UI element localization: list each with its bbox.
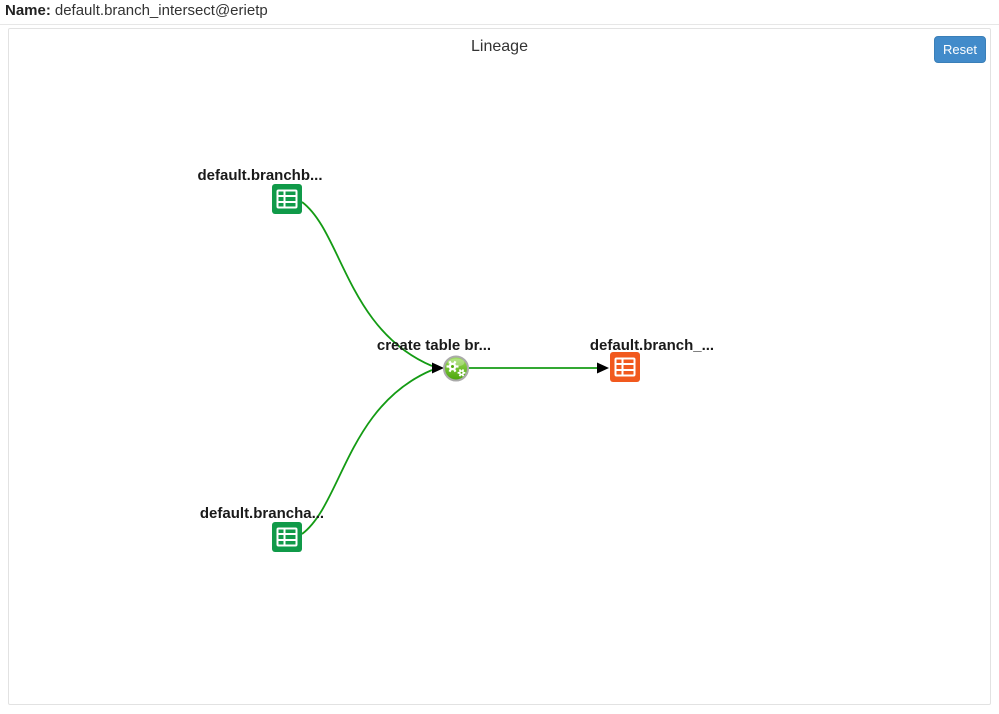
lineage-node-branch-intersect[interactable]: default.branch_... <box>590 337 714 382</box>
reset-button[interactable]: Reset <box>934 36 986 63</box>
table-icon <box>272 184 302 214</box>
lineage-node-branchb[interactable]: default.branchb... <box>197 167 323 214</box>
entity-name-label: Name: <box>5 2 51 19</box>
gears-icon <box>443 355 469 382</box>
node-label-brancha: default.brancha... <box>200 505 324 522</box>
panel-title: Lineage <box>471 38 528 55</box>
table-icon <box>272 522 302 552</box>
entity-name-value: default.branch_intersect@erietp <box>54 2 268 19</box>
table-icon <box>610 352 640 382</box>
node-label-branch-intersect: default.branch_... <box>590 337 714 354</box>
lineage-node-create-table-process[interactable]: create table br... <box>377 337 491 382</box>
entity-name-header: Name:default.branch_intersect@erietp <box>0 0 999 25</box>
lineage-panel: Lineage Reset <box>8 28 991 705</box>
lineage-node-brancha[interactable]: default.brancha... <box>200 505 324 552</box>
node-label-create-table-process: create table br... <box>377 337 491 354</box>
node-label-branchb: default.branchb... <box>197 167 322 184</box>
